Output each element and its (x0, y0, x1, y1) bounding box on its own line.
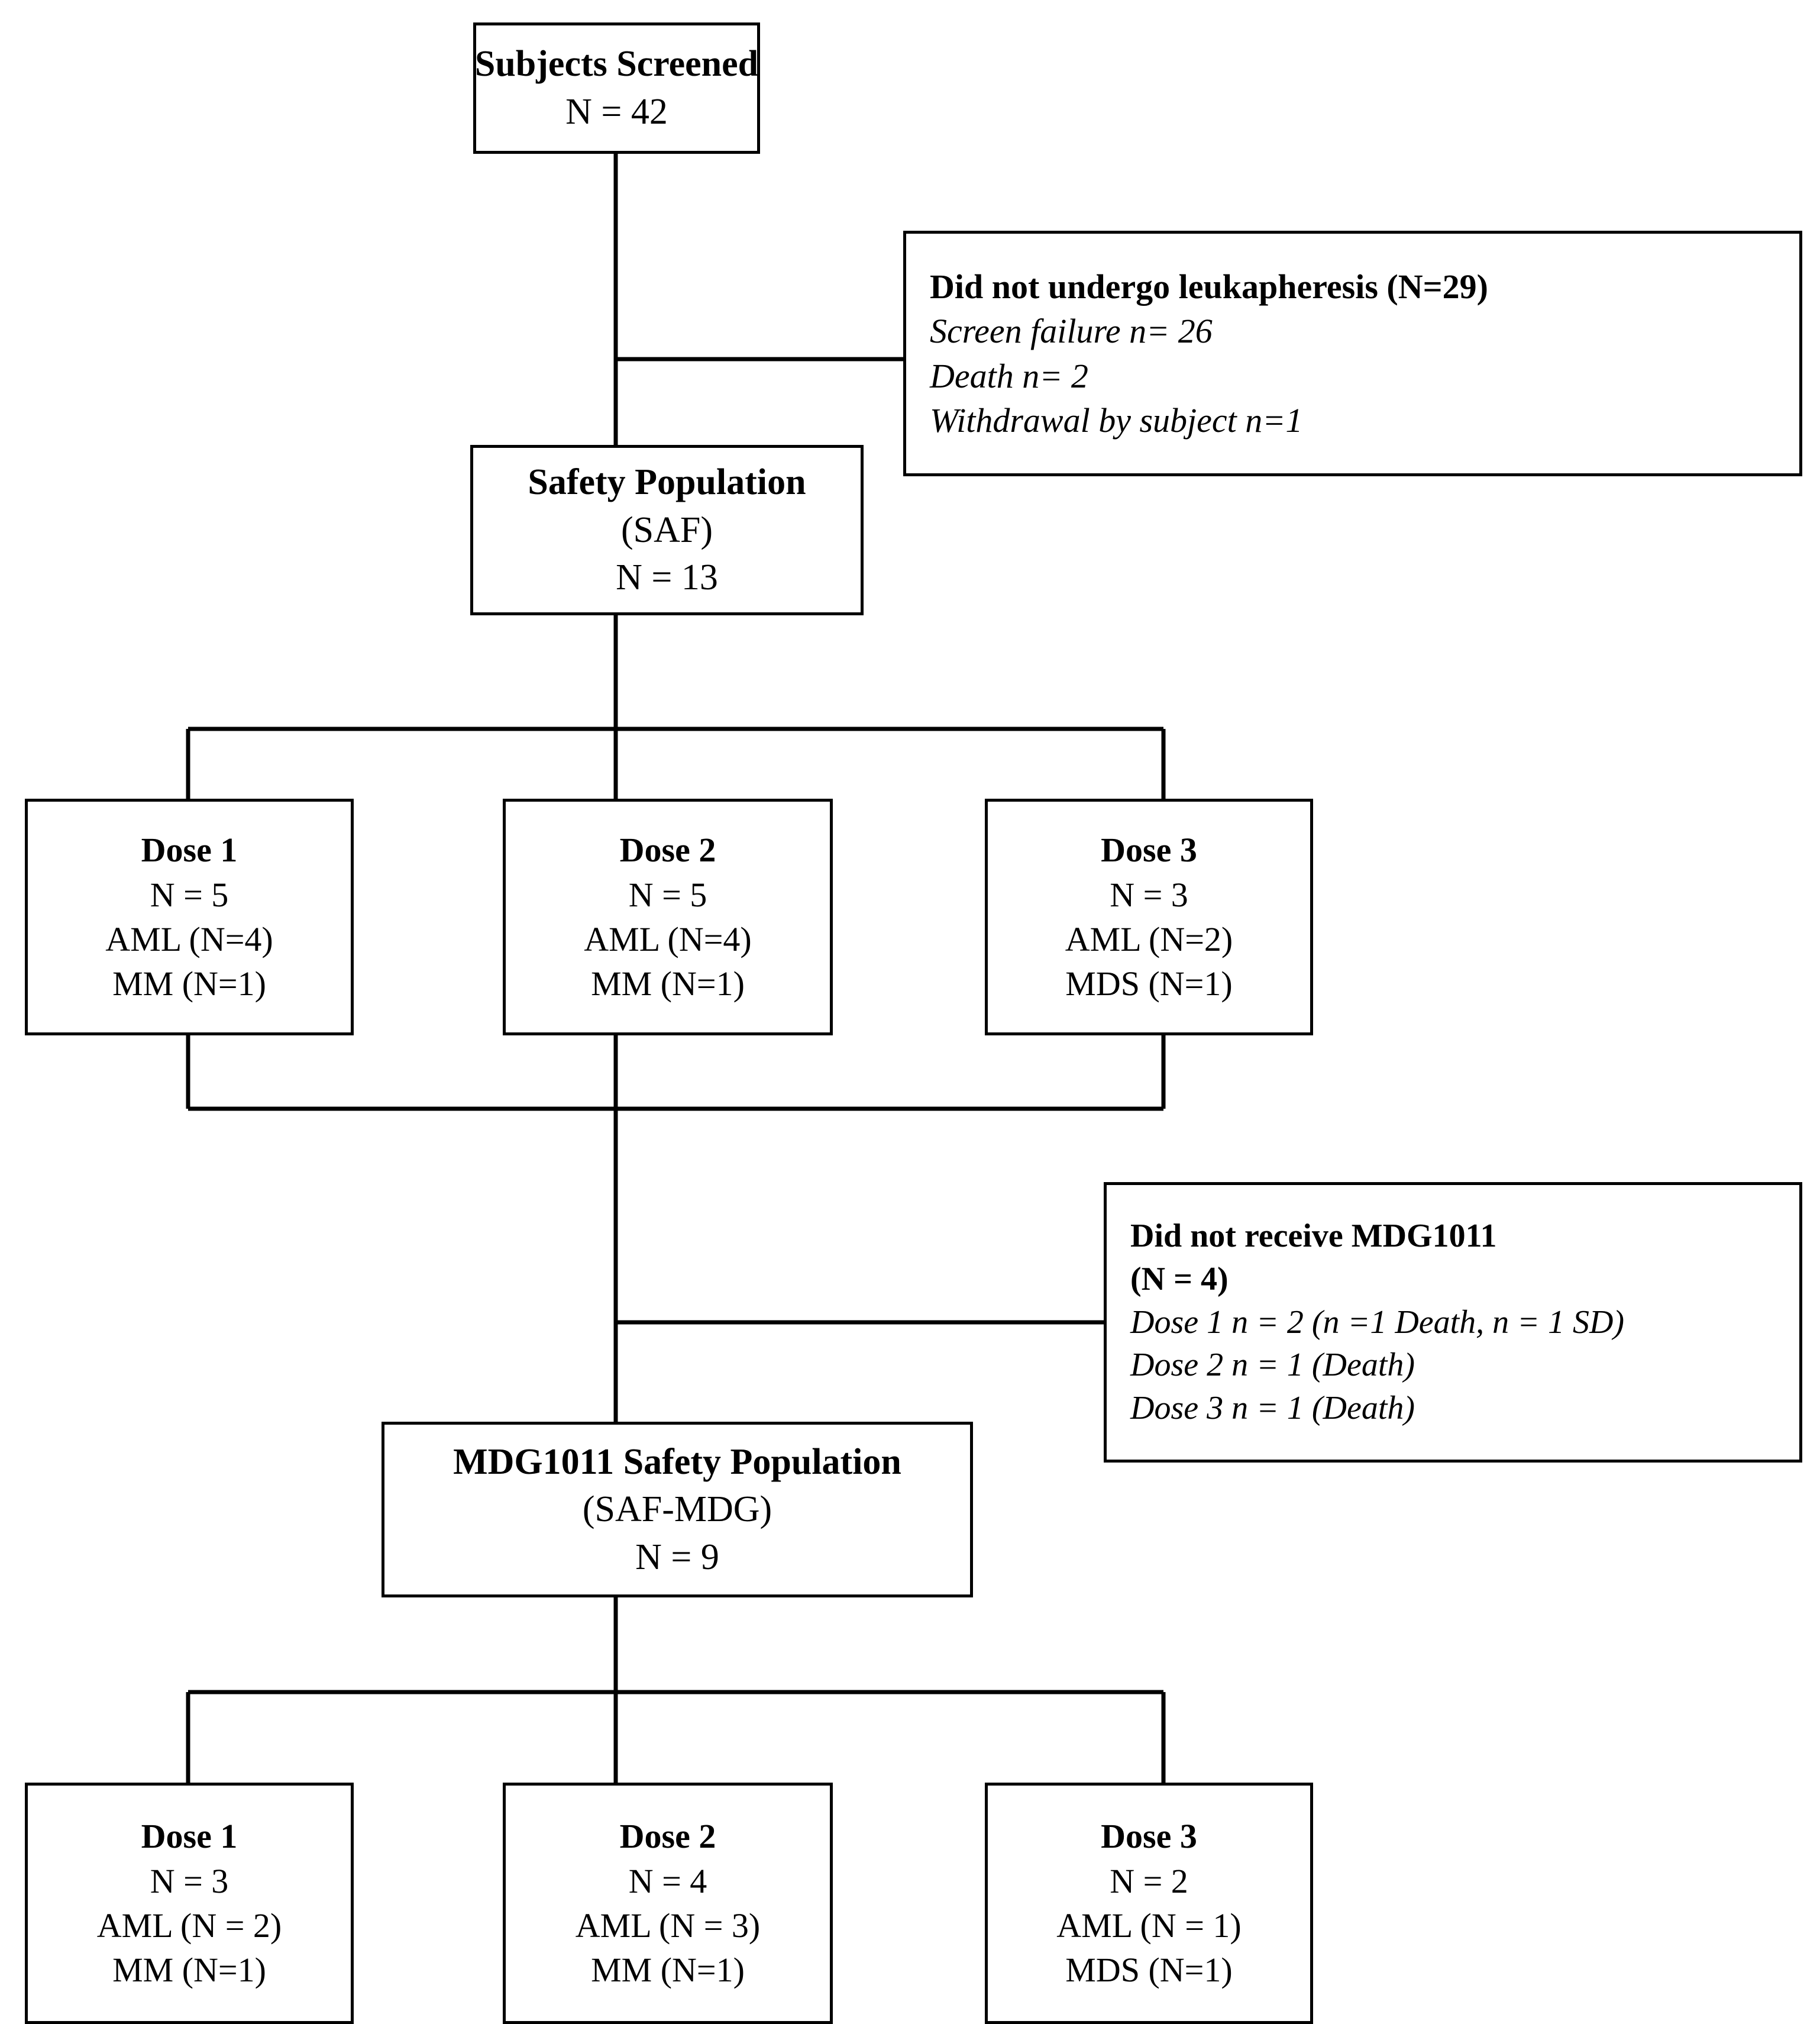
node-line: Subjects Screened (474, 44, 759, 85)
node-line: MM (N=1) (112, 964, 266, 1003)
node-line: N = 5 (150, 875, 229, 914)
node-line: AML (N=4) (105, 920, 273, 958)
node-line: AML (N=4) (584, 920, 752, 958)
node-line: (SAF-MDG) (582, 1489, 772, 1530)
node-line: Dose 1 (141, 1817, 238, 1856)
node-mdg-dose-1[interactable]: Dose 1 N = 3 AML (N = 2) MM (N=1) (25, 1783, 354, 2024)
node-saf-dose-3[interactable]: Dose 3 N = 3 AML (N=2) MDS (N=1) (985, 799, 1313, 1035)
node-line: Dose 3 (1101, 831, 1197, 870)
node-line: Dose 2 (619, 831, 716, 870)
node-line: Safety Population (528, 462, 806, 503)
node-line: N = 9 (635, 1536, 719, 1577)
node-line: MDS (N=1) (1065, 964, 1233, 1003)
node-mdg1011-safety-population[interactable]: MDG1011 Safety Population (SAF-MDG) N = … (382, 1422, 973, 1597)
node-saf-dose-2[interactable]: Dose 2 N = 5 AML (N=4) MM (N=1) (503, 799, 833, 1035)
node-line: Dose 2 (619, 1817, 716, 1856)
node-line: N = 3 (150, 1861, 229, 1900)
node-line: Dose 1 n = 2 (n =1 Death, n = 1 SD) (1130, 1303, 1625, 1341)
node-line: MM (N=1) (112, 1951, 266, 1990)
node-safety-population[interactable]: Safety Population (SAF) N = 13 (470, 445, 864, 615)
node-line: Death n= 2 (930, 356, 1088, 395)
node-line: MDS (N=1) (1065, 1951, 1233, 1990)
node-line: Did not receive MDG1011 (1130, 1218, 1497, 1254)
node-line: MM (N=1) (591, 1951, 745, 1990)
node-line: Did not undergo leukapheresis (N=29) (930, 267, 1488, 306)
node-mdg-dose-3[interactable]: Dose 3 N = 2 AML (N = 1) MDS (N=1) (985, 1783, 1313, 2024)
node-line: N = 13 (616, 557, 718, 598)
node-line: AML (N = 1) (1056, 1906, 1242, 1945)
node-line: (N = 4) (1130, 1260, 1229, 1297)
node-line: AML (N = 2) (96, 1906, 282, 1945)
node-did-not-undergo-leukapheresis[interactable]: Did not undergo leukapheresis (N=29) Scr… (903, 231, 1802, 476)
node-line: Withdrawal by subject n=1 (930, 401, 1303, 440)
node-line: AML (N = 3) (575, 1906, 761, 1945)
node-line: N = 42 (565, 92, 668, 132)
node-line: MDG1011 Safety Population (453, 1441, 901, 1482)
node-line: N = 5 (628, 875, 707, 914)
node-line: Dose 3 (1101, 1817, 1197, 1856)
node-line: Screen failure n= 26 (930, 312, 1213, 351)
node-line: Dose 1 (141, 831, 238, 870)
node-did-not-receive-mdg1011[interactable]: Did not receive MDG1011 (N = 4) Dose 1 n… (1104, 1182, 1802, 1463)
node-line: N = 2 (1110, 1861, 1188, 1900)
node-line: MM (N=1) (591, 964, 745, 1003)
node-line: Dose 2 n = 1 (Death) (1130, 1347, 1415, 1384)
node-line: Dose 3 n = 1 (Death) (1130, 1390, 1415, 1427)
node-saf-dose-1[interactable]: Dose 1 N = 5 AML (N=4) MM (N=1) (25, 799, 354, 1035)
node-line: AML (N=2) (1065, 920, 1233, 958)
node-line: N = 3 (1110, 875, 1188, 914)
node-subjects-screened[interactable]: Subjects Screened N = 42 (473, 22, 760, 154)
node-line: N = 4 (628, 1861, 707, 1900)
node-line: (SAF) (620, 509, 713, 550)
node-mdg-dose-2[interactable]: Dose 2 N = 4 AML (N = 3) MM (N=1) (503, 1783, 833, 2024)
